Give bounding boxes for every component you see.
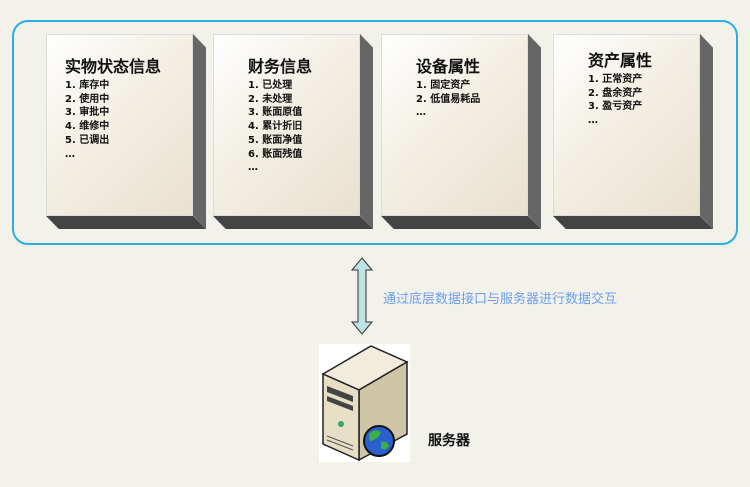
box-side — [700, 34, 713, 229]
box-bottom — [381, 216, 541, 229]
box-physical-status: 实物状态信息 1. 库存中 2. 使用中 3. 审批中 4. 维修中 5. 已调… — [46, 34, 206, 229]
list-item: 6. 账面残值 — [248, 148, 303, 160]
box-face: 设备属性 1. 固定资产 2. 低值易耗品 … — [381, 34, 528, 216]
double-arrow-icon — [351, 257, 373, 335]
list-item: 4. 累计折旧 — [248, 121, 303, 133]
list-item: 5. 账面净值 — [248, 134, 303, 146]
list-item: 1. 正常资产 — [588, 74, 643, 85]
list-item: 3. 审批中 — [65, 107, 110, 119]
list-item: 2. 低值易耗品 — [416, 93, 481, 105]
list-item: … — [248, 162, 258, 174]
box-bottom — [213, 216, 373, 229]
box-title: 实物状态信息 — [65, 57, 162, 76]
box-equipment: 设备属性 1. 固定资产 2. 低值易耗品 … — [381, 34, 541, 229]
box-title: 财务信息 — [248, 57, 313, 76]
list-item: 2. 未处理 — [248, 93, 293, 105]
list-item: … — [588, 115, 598, 127]
server-label: 服务器 — [428, 433, 470, 449]
box-face: 财务信息 1. 已处理 2. 未处理 3. 账面原值 4. 累计折旧 5. 账面… — [213, 34, 360, 216]
list-item: 2. 盘余资产 — [588, 87, 643, 99]
box-title: 设备属性 — [416, 57, 481, 76]
list-item: 1. 库存中 — [65, 80, 110, 91]
box-asset: 资产属性 1. 正常资产 2. 盘余资产 3. 盈亏资产 … — [553, 34, 713, 229]
list-item: 1. 已处理 — [248, 80, 293, 91]
list-item: 4. 维修中 — [65, 121, 110, 133]
box-face: 实物状态信息 1. 库存中 2. 使用中 3. 审批中 4. 维修中 5. 已调… — [46, 34, 193, 216]
list-item: … — [416, 107, 426, 119]
server-icon — [319, 344, 410, 462]
list-item: 1. 固定资产 — [416, 80, 471, 91]
list-item: 3. 盈亏资产 — [588, 101, 643, 113]
box-side — [193, 34, 206, 229]
list-item: 3. 账面原值 — [248, 107, 303, 119]
box-side — [360, 34, 373, 229]
connection-label: 通过底层数据接口与服务器进行数据交互 — [383, 292, 618, 307]
box-side — [528, 34, 541, 229]
box-bottom — [553, 216, 713, 229]
box-bottom — [46, 216, 206, 229]
box-face: 资产属性 1. 正常资产 2. 盘余资产 3. 盈亏资产 … — [553, 34, 700, 216]
list-item: … — [65, 148, 75, 160]
box-financial: 财务信息 1. 已处理 2. 未处理 3. 账面原值 4. 累计折旧 5. 账面… — [213, 34, 373, 229]
box-title: 资产属性 — [588, 51, 653, 70]
list-item: 5. 已调出 — [65, 134, 110, 146]
modules-container — [12, 20, 738, 245]
list-item: 2. 使用中 — [65, 93, 110, 105]
